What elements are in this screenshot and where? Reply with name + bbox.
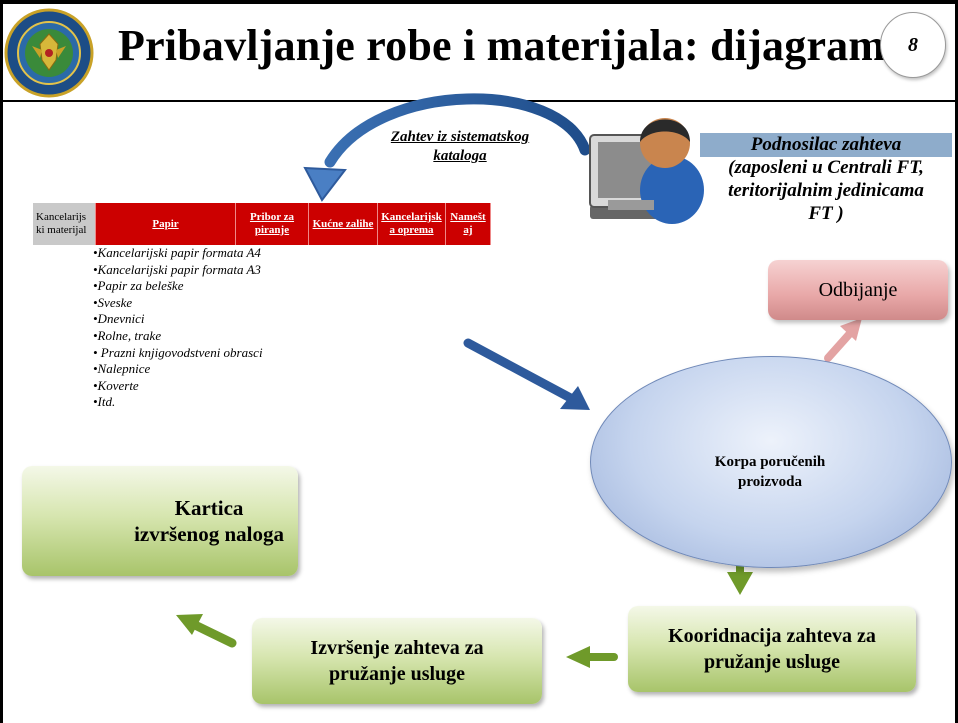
list-item: •Dnevnici — [93, 311, 145, 327]
blue-arrow-icon — [463, 338, 590, 410]
page-number-badge: 8 — [880, 12, 946, 78]
list-item: •Itd. — [93, 394, 116, 410]
page-title: Pribavljanje robe i materijala: dijagram — [118, 21, 886, 70]
list-item: •Koverte — [93, 377, 139, 393]
list-item: •Papir za beleške — [93, 278, 184, 294]
execution-box: Izvršenje zahteva za pružanje usluge — [252, 618, 542, 704]
pink-arrow-icon — [824, 318, 862, 362]
emblem-icon — [2, 8, 96, 98]
card-box: Kartica izvršenog naloga — [22, 466, 298, 576]
frame-border — [0, 0, 3, 723]
requester-label: Podnosilac zahteva (zaposleni u Centrali… — [728, 134, 924, 224]
green-arrow-upleft-icon — [176, 614, 237, 648]
list-item: •Sveske — [93, 294, 133, 310]
paper-item-list: •Kancelarijski papir formata A4 •Kancela… — [93, 245, 263, 411]
reject-box: Odbijanje — [768, 260, 948, 320]
computer-user-icon — [589, 118, 704, 224]
arc-label: Zahtev iz sistematskog kataloga — [390, 129, 530, 164]
curved-arrow-icon — [303, 93, 591, 202]
catalog-cell-furniture[interactable]: Namešt aj — [446, 203, 491, 245]
list-item: •Kancelarijski papir formata A3 — [93, 261, 261, 277]
catalog-cell-office-equipment[interactable]: Kancelarijsk a oprema — [378, 203, 446, 245]
green-arrow-left-icon — [566, 646, 618, 668]
catalog-cell-office-material[interactable]: Kancelarijs ki materijal — [33, 203, 96, 245]
catalog-header: Kancelarijs ki materijal Papir Pribor za… — [33, 203, 491, 245]
list-item: •Nalepnice — [93, 361, 151, 377]
requester-band — [700, 133, 952, 157]
list-item: •Kancelarijski papir formata A4 — [93, 245, 261, 260]
catalog-cell-paper[interactable]: Papir — [96, 203, 236, 245]
list-item: •Rolne, trake — [93, 327, 162, 343]
basket-ellipse — [590, 356, 952, 568]
list-item: • Prazni knjigovodstveni obrasci — [93, 344, 263, 360]
frame-border — [0, 0, 958, 4]
basket-label: Korpa poručenih proizvoda — [714, 454, 826, 490]
catalog-cell-writing-supplies[interactable]: Pribor za piranje — [236, 203, 309, 245]
catalog-cell-household-supplies[interactable]: Kućne zalihe — [309, 203, 378, 245]
coordination-box: Kooridnacija zahteva za pružanje usluge — [628, 606, 916, 692]
frame-border — [955, 0, 958, 723]
